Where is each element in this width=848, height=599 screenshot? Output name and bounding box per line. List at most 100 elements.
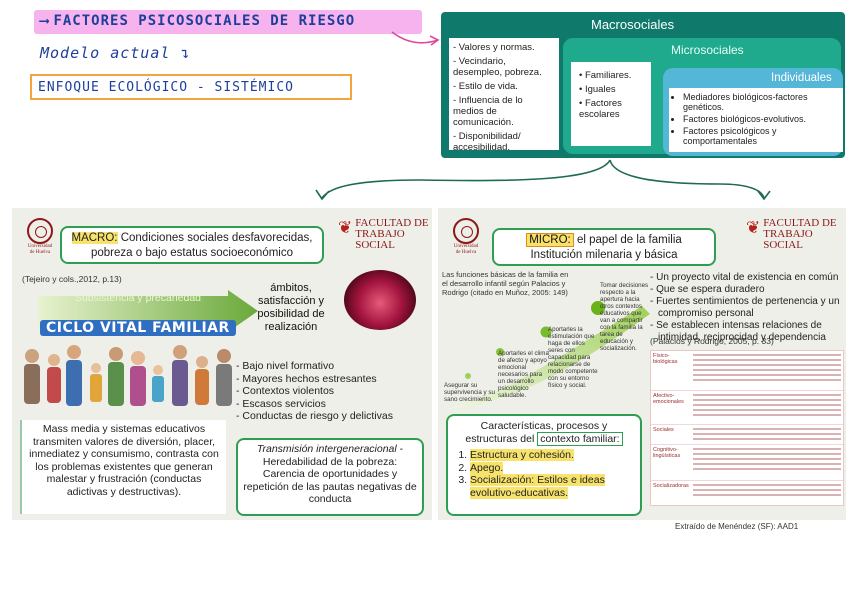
macro-heading: MACRO: Condiciones sociales desfavorecid… [60, 226, 324, 264]
list-item: Estructura y cohesión. [470, 449, 634, 462]
stair-step-text: Aportarles el clima de afecto y apoyo em… [498, 350, 549, 399]
handwritten-model-label: Modelo actual ↴ [40, 44, 190, 62]
list-item: Bajo nivel formativo [236, 360, 426, 373]
list-item: Que se espera duradero [650, 284, 844, 296]
family-functions-title: Las funciones básicas de la familia en e… [442, 270, 569, 297]
family-functions-staircase [442, 301, 650, 410]
model-to-macro-slide-arrow [321, 159, 611, 199]
micro-heading-text: el papel de la familia [576, 234, 682, 246]
table-row: Sociales [651, 425, 843, 445]
macro-factors-list: Bajo nivel formativo Mayores hechos estr… [236, 360, 426, 423]
family-context-heading: Características, procesos y estructuras … [454, 420, 634, 446]
table-row-text [691, 445, 843, 480]
list-item: Iguales [579, 84, 647, 95]
faculty-emblem-icon: ❦ [746, 218, 761, 237]
mass-media-box: Mass media y sistemas educativos transmi… [20, 420, 226, 514]
table-row-text [691, 391, 843, 424]
macrosocial-list: - Valores y normas. - Vecindario, desemp… [449, 38, 559, 153]
individual-panel: Individuales Mediadores biológicos-facto… [663, 68, 843, 156]
stair-step-text: Aportarles la estimulación que haga de e… [548, 326, 598, 389]
title-to-model-arrowhead [429, 35, 440, 46]
individual-list: Mediadores biológicos-factores genéticos… [669, 88, 843, 152]
list-item: Familiares. [579, 70, 647, 81]
list-item: - Vecindario, desempleo, pobreza. [453, 56, 542, 78]
handwritten-approach-box: ENFOQUE ECOLÓGICO - SISTÉMICO [30, 74, 352, 100]
macro-citation: (Tejeiro y cols.,2012, p.13) [22, 274, 122, 284]
university-seal-icon [453, 218, 479, 244]
macro-slide-arrowhead [315, 189, 330, 201]
list-item: Contextos violentos [236, 385, 426, 398]
macro-heading-line2: pobreza o bajo estatus socioeconómico [90, 247, 293, 259]
family-member-figure [172, 345, 188, 406]
list-item: Fuertes sentimientos de pertenencia y un… [650, 296, 844, 320]
context-keyword: contexto familiar: [537, 431, 623, 446]
family-member-figure [66, 345, 82, 406]
micro-heading: MICRO: el papel de la familia Institució… [492, 228, 716, 266]
microsocial-title: Microsociales [671, 43, 744, 57]
table-row: Físico-biológicas [651, 351, 843, 391]
list-item: Un proyecto vital de existencia en común [650, 272, 844, 284]
family-member-figure [195, 356, 209, 405]
list-item: Mayores hechos estresantes [236, 373, 426, 386]
macrosocial-panel: Macrosociales - Valores y normas. - Veci… [441, 12, 845, 158]
table-row-text [691, 481, 843, 505]
handwritten-title: ⟶FACTORES PSICOSOCIALES DE RIESGO [34, 10, 422, 34]
macro-scope-text: ámbitos, satisfacción y posibilidad de r… [257, 282, 325, 333]
list-item: - Disponibilidad/ accesibilidad. [453, 131, 521, 153]
table-row: Afectivo-emocionales [651, 391, 843, 425]
university-seal-icon [27, 218, 53, 244]
family-member-figure [47, 354, 61, 403]
list-item: Conductas de riesgo y delictivas [236, 410, 426, 423]
stair-step-dot [591, 301, 605, 315]
family-member-figure [216, 349, 232, 406]
family-functions-table: Físico-biológicas Afectivo-emocionales S… [650, 350, 844, 506]
micro-citation: (Palacios y Rodrigo, 2005, p. 33) [650, 336, 774, 346]
model-label-text: Modelo actual [40, 44, 171, 62]
life-cycle-label: CICLO VITAL FAMILIAR [40, 320, 236, 336]
subsistence-label: Subsistencia y precariedad [74, 292, 202, 304]
table-row-head: Sociales [653, 427, 674, 433]
embryo-image [344, 270, 416, 330]
transmission-text: - Heredabilidad de la pobreza: Carencia … [243, 443, 417, 505]
family-context-list: Estructura y cohesión. Apego. Socializac… [454, 449, 634, 499]
list-item: - Valores y normas. [453, 42, 535, 53]
list-item: - Estilo de vida. [453, 81, 518, 92]
micro-heading-line2: Institución milenaria y básica [530, 249, 678, 261]
family-member-figure [130, 351, 146, 406]
table-row-head: Cognitivo-lingüísticas [653, 447, 681, 459]
arrow-bullet-icon: ⟶ [40, 13, 50, 29]
table-row-text [691, 351, 843, 390]
list-item: - Influencia de lo medios de comunicació… [453, 95, 523, 128]
stair-step-dot [465, 373, 471, 379]
micro-slide-arrowhead [757, 190, 771, 201]
table-row-text [691, 425, 843, 444]
transmission-title: Transmisión intergeneracional [256, 443, 397, 455]
source-caption: Extraído de Menéndez (SF): AAD1 [675, 522, 799, 531]
list-item: Factores psicológicos y comportamentales [683, 126, 837, 146]
table-row: Socializadoras [651, 481, 843, 505]
list-item: Socialización: Estilos e ideas evolutivo… [470, 474, 634, 499]
handwritten-title-text: FACTORES PSICOSOCIALES DE RIESGO [53, 13, 356, 29]
micro-tag: MICRO: [526, 233, 574, 247]
family-member-figure [152, 365, 164, 402]
list-item: Mediadores biológicos-factores genéticos… [683, 92, 837, 112]
list-item: Factores escolares [579, 98, 647, 120]
stair-step-text: Tomar decisiones respecto a la apertura … [600, 282, 649, 352]
table-row-head: Socializadoras [653, 483, 689, 489]
list-item: Factores biológicos-evolutivos. [683, 114, 837, 124]
list-item: Se establecen intensas relaciones de int… [650, 320, 844, 344]
model-to-micro-slide-arrow [609, 159, 765, 199]
stair-step-text: Asegurar su supervivencia y su sano crec… [444, 382, 495, 403]
family-member-figure [24, 349, 40, 404]
family-figures-image [24, 345, 232, 406]
micro-traits-list: Un proyecto vital de existencia en común… [650, 272, 844, 344]
